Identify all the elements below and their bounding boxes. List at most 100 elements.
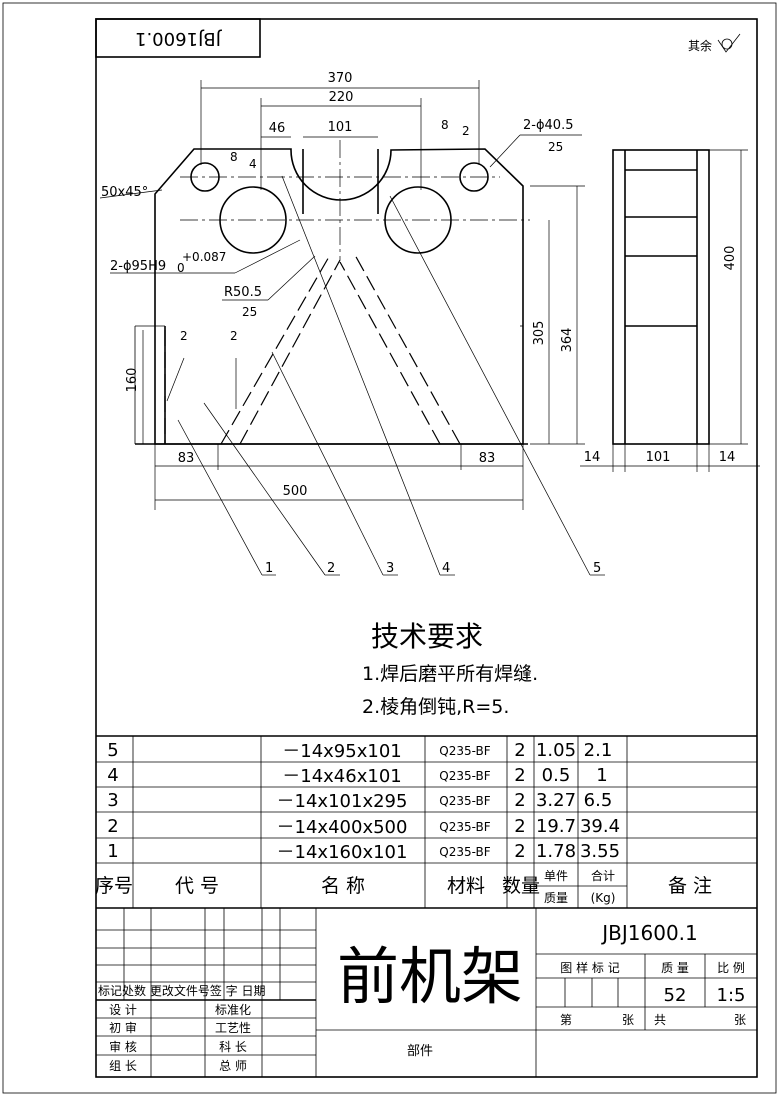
svg-text:5: 5 — [107, 740, 118, 761]
weld-8-b: 8 — [441, 118, 449, 132]
svg-text:3.27: 3.27 — [536, 790, 576, 811]
part-name: 前机架 — [337, 940, 523, 1013]
roughness-25-b: 25 — [242, 305, 257, 319]
svg-text:数量: 数量 — [502, 875, 540, 897]
balloon-3: 3 — [386, 561, 394, 576]
roughness-25-a: 25 — [548, 140, 563, 154]
svg-text:3.55: 3.55 — [580, 841, 620, 862]
dim-46: 46 — [269, 121, 286, 136]
bom-row-3: 3 －14x101x295 Q235-BF 2 3.27 6.5 — [107, 790, 612, 812]
svg-text:－14x95x101: －14x95x101 — [282, 741, 401, 762]
svg-text:质量: 质量 — [544, 891, 568, 905]
inner-border — [95, 18, 758, 1078]
sheets-label: 张 — [622, 1013, 634, 1027]
total-sheets-label: 张 — [734, 1013, 746, 1027]
tolerance-zero: 0 — [177, 261, 185, 275]
svg-text:Q235-BF: Q235-BF — [439, 820, 490, 834]
hole-small-label: 2-ϕ40.5 — [523, 118, 573, 133]
dim-364: 364 — [560, 328, 575, 353]
sheet-label: 第 — [560, 1013, 572, 1027]
tech-item-1: 1.焊后磨平所有焊缝. — [362, 663, 538, 685]
balloon-1: 1 — [265, 561, 273, 576]
main-plate-outline — [154, 148, 524, 445]
stage-label: 图 样 标 记 — [560, 960, 619, 975]
svg-text:Q235-BF: Q235-BF — [439, 845, 490, 859]
svg-text:1: 1 — [107, 841, 118, 862]
svg-text:代 号: 代 号 — [175, 875, 219, 897]
scale-label: 比 例 — [717, 961, 745, 975]
dim-500: 500 — [283, 484, 308, 499]
revision-header: 标记处数 更改文件号签 字 日期 — [98, 983, 265, 998]
svg-text:3: 3 — [107, 790, 118, 811]
bom-row-4: 4 －14x46x101 Q235-BF 2 0.5 1 — [107, 765, 607, 787]
dim-14-right: 14 — [719, 450, 736, 465]
svg-text:2.1: 2.1 — [584, 740, 613, 761]
balloon-4: 4 — [442, 561, 450, 576]
hole-big-label: 2-ϕ95H9 — [110, 259, 166, 274]
scale-value: 1:5 — [717, 985, 746, 1006]
svg-text:－14x160x101: －14x160x101 — [277, 842, 408, 863]
role-standard: 标准化 — [215, 1003, 251, 1017]
dim-83-left: 83 — [178, 451, 195, 466]
svg-text:2: 2 — [514, 841, 525, 862]
svg-text:－14x101x295: －14x101x295 — [277, 791, 408, 812]
rotated-drawing-number: JBJ1600.1 — [135, 28, 222, 49]
bom-table — [96, 735, 757, 909]
svg-text:－14x400x500: －14x400x500 — [277, 817, 408, 838]
dim-83-right: 83 — [479, 451, 496, 466]
chamfer-label: 50x45° — [101, 185, 148, 200]
svg-text:－14x46x101: －14x46x101 — [282, 766, 401, 787]
radius-label: R50.5 — [224, 285, 262, 300]
bom-header: 序号 代 号 名 称 材料 数量 单件 合计 质量 (Kg) 备 注 — [95, 868, 712, 905]
svg-text:2: 2 — [514, 790, 525, 811]
svg-text:6.5: 6.5 — [584, 790, 613, 811]
front-view — [134, 140, 530, 445]
mass-value: 52 — [664, 985, 687, 1006]
svg-text:Q235-BF: Q235-BF — [439, 794, 490, 808]
weld-2-b: 2 — [230, 329, 238, 343]
bom-row-1: 1 －14x160x101 Q235-BF 2 1.78 3.55 — [107, 841, 620, 863]
svg-text:2: 2 — [514, 740, 525, 761]
svg-text:(Kg): (Kg) — [591, 891, 616, 905]
weld-2-a: 2 — [180, 329, 188, 343]
svg-text:单件: 单件 — [544, 869, 568, 883]
mass-label: 质 量 — [661, 961, 689, 975]
side-view — [580, 149, 760, 472]
balloon-5: 5 — [593, 561, 601, 576]
svg-text:1.05: 1.05 — [536, 740, 576, 761]
tolerance-plus: +0.087 — [182, 250, 226, 264]
svg-text:1: 1 — [596, 765, 607, 786]
bom-row-2: 2 －14x400x500 Q235-BF 2 19.7 39.4 — [107, 816, 620, 838]
dim-101-side: 101 — [646, 450, 671, 465]
dim-305: 305 — [532, 321, 547, 346]
role-section-chief: 科 长 — [219, 1040, 247, 1054]
weld-2-top: 2 — [462, 124, 470, 138]
role-process: 工艺性 — [215, 1021, 251, 1035]
weld-4: 4 — [249, 157, 257, 171]
roughness-symbol-icon — [717, 33, 741, 53]
dim-160: 160 — [125, 368, 140, 393]
dim-101-top: 101 — [328, 120, 353, 135]
svg-text:0.5: 0.5 — [542, 765, 571, 786]
front-dimensions — [99, 80, 605, 576]
total-label: 共 — [654, 1013, 666, 1027]
svg-text:39.4: 39.4 — [580, 816, 620, 837]
svg-text:Q235-BF: Q235-BF — [439, 769, 490, 783]
svg-text:2: 2 — [514, 765, 525, 786]
roughness-note: 其余 — [688, 38, 712, 53]
dim-400: 400 — [723, 246, 738, 271]
svg-text:序号: 序号 — [95, 875, 133, 897]
svg-text:合计: 合计 — [591, 868, 615, 883]
dim-220: 220 — [329, 90, 354, 105]
svg-text:19.7: 19.7 — [536, 816, 576, 837]
balloon-2: 2 — [327, 561, 335, 576]
role-chief-engineer: 总 师 — [219, 1059, 247, 1073]
weld-8-a: 8 — [230, 150, 238, 164]
svg-text:备 注: 备 注 — [668, 875, 712, 897]
svg-text:2: 2 — [514, 816, 525, 837]
svg-text:Q235-BF: Q235-BF — [439, 744, 490, 758]
rotated-number-box — [95, 18, 261, 58]
